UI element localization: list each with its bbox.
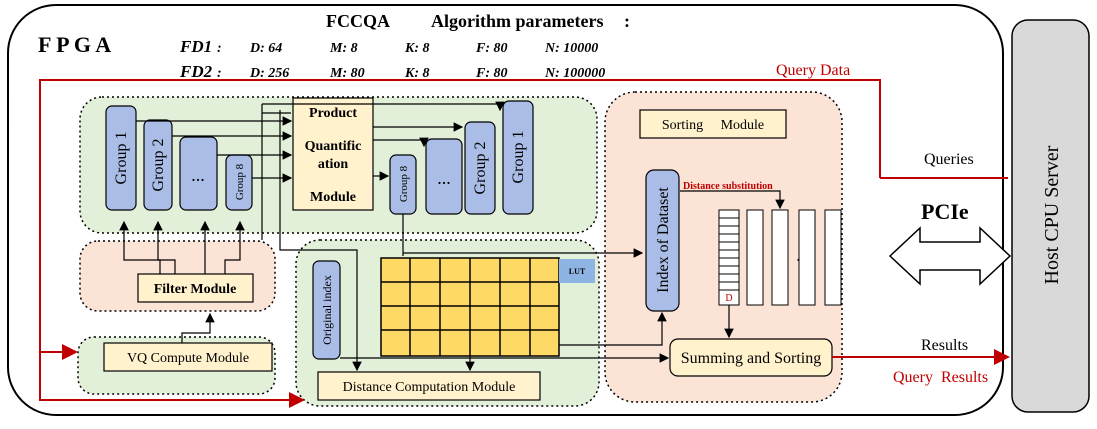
original-index-label: Original index	[320, 275, 334, 345]
vq-module-label: VQ Compute Module	[127, 351, 249, 366]
sorting-module-box	[639, 109, 787, 139]
distance-column-stack	[718, 209, 740, 306]
fd1-n: N: 10000	[544, 41, 598, 56]
bucket-4	[824, 209, 842, 306]
pcie-label: PCIe	[921, 199, 969, 224]
bucket-2	[771, 209, 789, 306]
fd1-m: M: 8	[329, 41, 358, 56]
fd2-d: D: 256	[249, 66, 289, 81]
header-title-colon: :	[624, 11, 630, 31]
svg-text:Group 1: Group 1	[510, 131, 527, 184]
fd2-n: N: 100000	[544, 66, 605, 81]
vq-module-box	[103, 342, 273, 372]
original-index-box	[312, 260, 341, 360]
group-ellipsis-right: ...	[425, 138, 463, 215]
distance-module-box	[317, 371, 541, 401]
svg-text:Group 2: Group 2	[150, 139, 167, 192]
host-cpu-server	[1011, 19, 1090, 413]
distance-module-label: Distance Computation Module	[343, 380, 516, 395]
fd1-k: K: 8	[404, 41, 430, 56]
results-label: Results	[921, 337, 968, 354]
header-title-left: FCCQA	[326, 11, 390, 31]
bucket-1	[746, 209, 764, 306]
fd2-f: F: 80	[475, 66, 508, 81]
fd2-name: FD2	[179, 62, 213, 81]
pq-line-4: Module	[310, 190, 356, 205]
fd1-d: D: 64	[249, 41, 282, 56]
lut-label: LUT	[569, 267, 586, 276]
group-ellipsis-left: ...	[179, 136, 218, 211]
svg-text:...: ...	[437, 168, 451, 188]
group-2-left: Group 2	[143, 119, 173, 211]
pq-module-box	[292, 97, 374, 211]
query-results-label: Query Results	[893, 369, 988, 386]
group-8-right: Group 8	[389, 154, 417, 215]
fpga-label: F P G A	[38, 32, 111, 57]
summing-sorting-label: Summing and Sorting	[681, 350, 821, 367]
fd2-colon: :	[217, 66, 222, 81]
bucket-3	[798, 209, 816, 306]
fd1-f: F: 80	[475, 41, 508, 56]
svg-text:Group 1: Group 1	[113, 132, 130, 185]
group-1-left: Group 1	[105, 105, 137, 211]
group-8-left: Group 8	[225, 154, 253, 211]
fd1-name: FD1	[179, 37, 212, 56]
svg-text:Group 2: Group 2	[472, 142, 489, 195]
svg-text:Group 8: Group 8	[398, 165, 410, 202]
filter-module-label: Filter Module	[154, 282, 237, 297]
pcie-double-arrow	[888, 226, 1012, 286]
fd2-m: M: 80	[329, 66, 365, 81]
index-of-dataset-label: Index of Dataset	[655, 187, 672, 293]
queries-label: Queries	[924, 151, 974, 168]
distance-substitution-label: Distance substitution	[683, 181, 773, 192]
filter-module-box	[137, 273, 254, 303]
sorting-module-label: Sorting Module	[662, 118, 764, 133]
lut-tag	[559, 259, 595, 283]
d-marker: D	[725, 293, 732, 304]
header-title-right: Algorithm parameters	[431, 11, 603, 31]
group-1-right: Group 1	[502, 100, 534, 215]
svg-text:Group 8: Group 8	[234, 163, 246, 200]
host-label: Host CPU Server	[1041, 145, 1063, 284]
fd2-k: K: 8	[404, 66, 430, 81]
lut-grid	[380, 257, 560, 357]
pq-line-3: ation	[318, 157, 349, 172]
svg-text:...: ...	[191, 165, 205, 185]
index-of-dataset-box	[645, 169, 680, 312]
pq-line-2: Quantific	[305, 139, 362, 154]
group-2-right: Group 2	[464, 121, 496, 215]
query-data-label: Query Data	[776, 62, 850, 79]
fd1-colon: :	[217, 41, 222, 56]
pq-line-1: Product	[309, 106, 357, 121]
